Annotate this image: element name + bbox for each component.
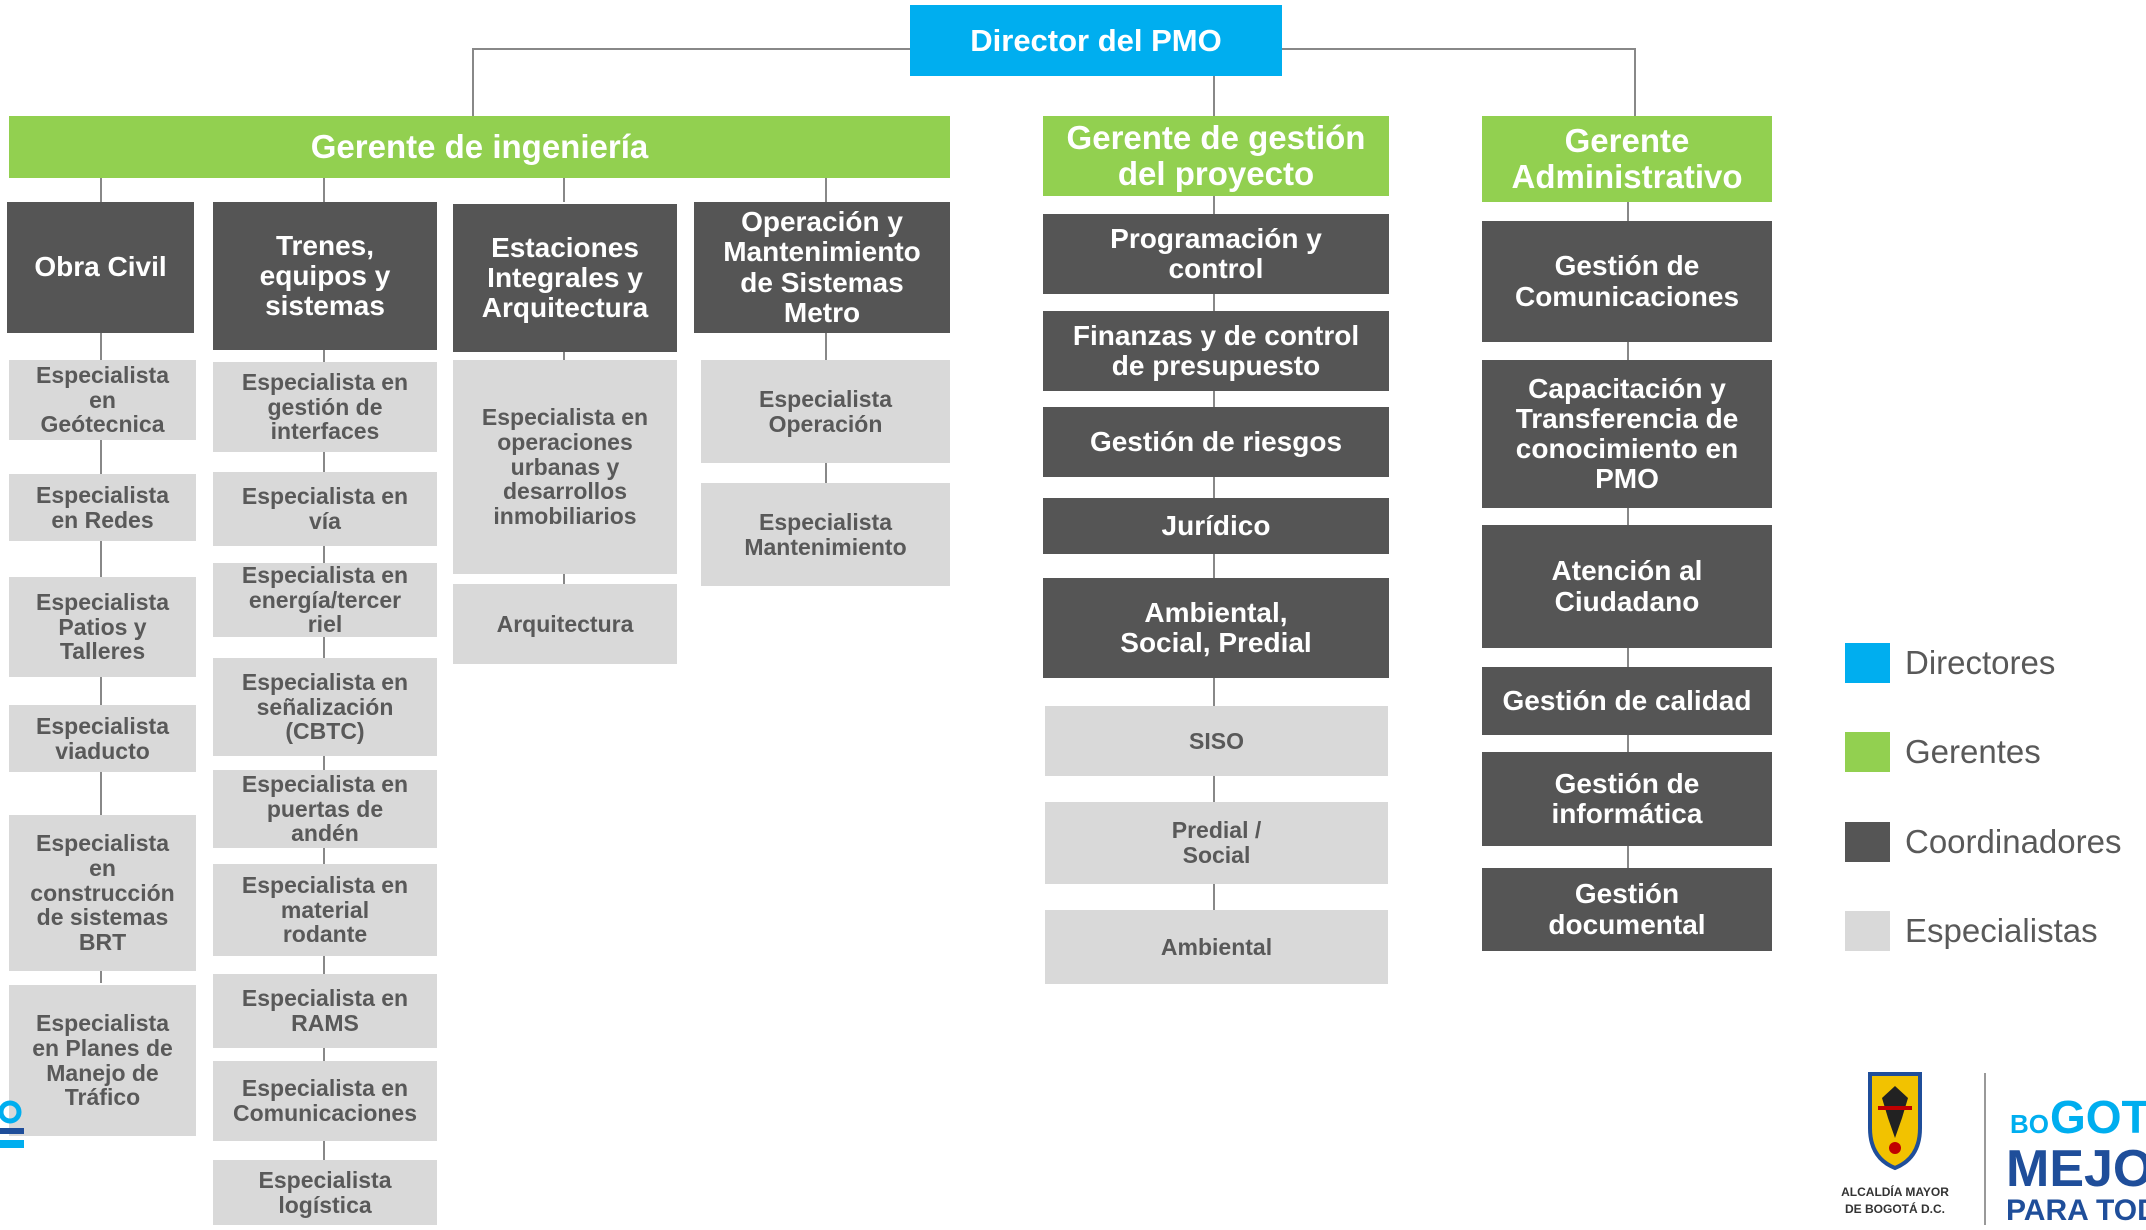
specialist-comunicaciones: Especialista en Comunicaciones (213, 1061, 437, 1141)
specialist-construccion-brt: Especialista en construcción de sistemas… (9, 815, 196, 971)
coordinator-obra-civil: Obra Civil (7, 202, 194, 333)
svg-text:MEJOR: MEJOR (2006, 1140, 2146, 1198)
specialist-geotecnica: Especialista en Geótecnica (9, 360, 196, 440)
svg-text:DE BOGOTÁ D.C.: DE BOGOTÁ D.C. (1845, 1201, 1945, 1216)
specialist-logistica: Especialista logística (213, 1160, 437, 1225)
coat-of-arms-icon (1868, 1072, 1922, 1171)
alcaldia-bogota-logo: ALCALDÍA MAYOR DE BOGOTÁ D.C. BO GOTÁ ME… (1840, 1068, 2146, 1227)
coordinator-comunicaciones: Gestión de Comunicaciones (1482, 221, 1772, 342)
specialist-puertas-anden: Especialista en puertas de andén (213, 770, 437, 848)
specialist-energia: Especialista en energía/tercer riel (213, 562, 437, 637)
coordinator-calidad: Gestión de calidad (1482, 667, 1772, 735)
coordinator-operacion: Operación y Mantenimiento de Sistemas Me… (694, 202, 950, 333)
specialist-predial-social: Predial / Social (1045, 802, 1388, 884)
manager-admin-box: Gerente Administrativo (1482, 116, 1772, 202)
legend-item-gerentes: Gerentes (1845, 732, 2041, 772)
bogota-logo-fragment (0, 1098, 26, 1158)
coordinator-ambiental-social-predial: Ambiental, Social, Predial (1043, 578, 1389, 678)
legend-swatch-coordinadores (1845, 822, 1890, 862)
legend-swatch-directores (1845, 643, 1890, 683)
coordinator-trenes: Trenes, equipos y sistemas (213, 202, 437, 350)
specialist-arquitectura: Arquitectura (453, 584, 677, 664)
specialist-interfaces: Especialista en gestión de interfaces (213, 362, 437, 452)
coordinator-documental: Gestión documental (1482, 868, 1772, 951)
specialist-viaducto: Especialista viaducto (9, 705, 196, 772)
coordinator-programacion: Programación y control (1043, 214, 1389, 294)
coordinator-capacitacion: Capacitación y Transferencia de conocimi… (1482, 360, 1772, 508)
specialist-operacion: Especialista Operación (701, 360, 950, 463)
specialist-senalizacion: Especialista en señalización (CBTC) (213, 658, 437, 756)
svg-text:GOTÁ: GOTÁ (2050, 1091, 2146, 1143)
specialist-operaciones-urbanas: Especialista en operaciones urbanas y de… (453, 360, 677, 574)
legend-swatch-especialistas (1845, 911, 1890, 951)
legend-item-especialistas: Especialistas (1845, 911, 2098, 951)
specialist-via: Especialista en vía (213, 472, 437, 546)
specialist-rams: Especialista en RAMS (213, 974, 437, 1048)
specialist-ambiental: Ambiental (1045, 910, 1388, 984)
coordinator-informatica: Gestión de informática (1482, 752, 1772, 846)
coordinator-atencion-ciudadano: Atención al Ciudadano (1482, 525, 1772, 648)
specialist-siso: SISO (1045, 706, 1388, 776)
director-label: Director del PMO (970, 22, 1222, 58)
specialist-planes-trafico: Especialista en Planes de Manejo de Tráf… (9, 985, 196, 1136)
coordinator-finanzas: Finanzas y de control de presupuesto (1043, 311, 1389, 391)
coordinator-juridico: Jurídico (1043, 498, 1389, 554)
svg-text:BO: BO (2010, 1109, 2049, 1139)
director-box: Director del PMO (910, 5, 1282, 76)
coordinator-estaciones: Estaciones Integrales y Arquitectura (453, 204, 677, 352)
svg-text:PARA TODOS: PARA TODOS (2006, 1194, 2146, 1225)
specialist-patios-talleres: Especialista Patios y Talleres (9, 577, 196, 677)
legend-item-directores: Directores (1845, 643, 2055, 683)
specialist-redes: Especialista en Redes (9, 474, 196, 541)
manager-engineering-label: Gerente de ingeniería (310, 128, 649, 166)
specialist-mantenimiento: Especialista Mantenimiento (701, 483, 950, 586)
manager-project-box: Gerente de gestión del proyecto (1043, 116, 1389, 196)
manager-engineering-box: Gerente de ingeniería (9, 116, 950, 178)
legend-swatch-gerentes (1845, 732, 1890, 772)
manager-project-label: Gerente de gestión del proyecto (1066, 119, 1366, 192)
svg-text:ALCALDÍA MAYOR: ALCALDÍA MAYOR (1841, 1184, 1949, 1199)
manager-admin-label: Gerente Administrativo (1511, 122, 1743, 195)
specialist-material-rodante: Especialista en material rodante (213, 864, 437, 956)
coordinator-riesgos: Gestión de riesgos (1043, 407, 1389, 477)
legend-item-coordinadores: Coordinadores (1845, 822, 2121, 862)
